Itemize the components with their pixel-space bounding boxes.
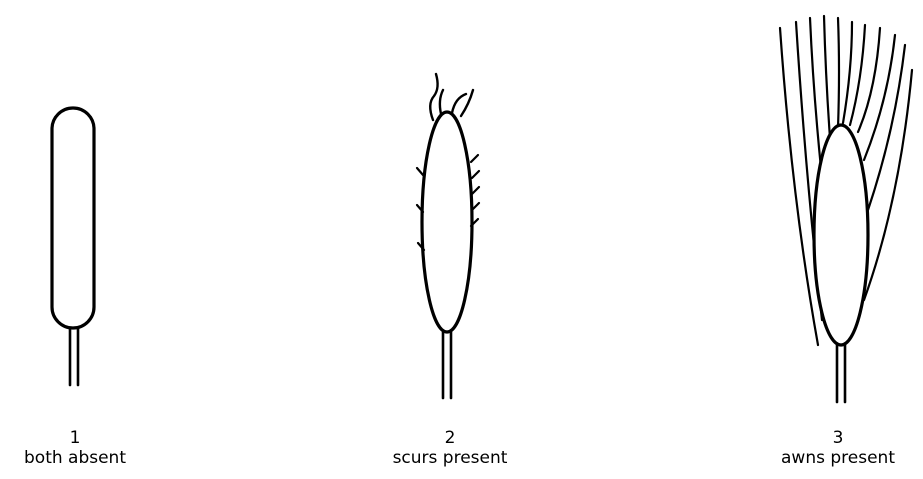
caption-3: 3 awns present bbox=[753, 428, 923, 468]
grain-1-body bbox=[52, 108, 94, 328]
caption-2-label: scurs present bbox=[365, 448, 535, 468]
caption-2: 2 scurs present bbox=[365, 428, 535, 468]
caption-3-number: 3 bbox=[753, 428, 923, 448]
grain-3-awns-present bbox=[780, 16, 912, 402]
grain-2-body bbox=[422, 112, 472, 332]
grain-2-scurs-present bbox=[417, 74, 479, 398]
grain-2-scurs bbox=[430, 74, 473, 120]
caption-1: 1 both absent bbox=[0, 428, 150, 468]
caption-3-label: awns present bbox=[753, 448, 923, 468]
caption-1-number: 1 bbox=[0, 428, 150, 448]
grain-1-both-absent bbox=[52, 108, 94, 385]
caption-2-number: 2 bbox=[365, 428, 535, 448]
grain-1-stalk bbox=[70, 328, 78, 385]
grain-3-body bbox=[814, 125, 868, 345]
caption-1-label: both absent bbox=[0, 448, 150, 468]
grain-3-stalk bbox=[837, 345, 845, 402]
grain-2-stalk bbox=[443, 332, 451, 398]
